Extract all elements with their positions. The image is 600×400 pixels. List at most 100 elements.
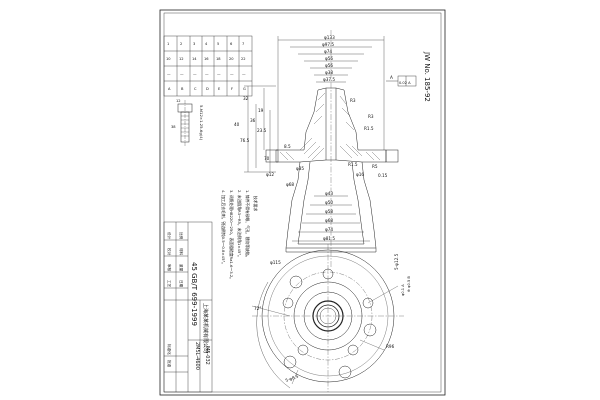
note-item: 2. 未注圆角R3～R5，未注倒角1×45°。 — [237, 190, 242, 259]
plan-radius: R96 — [386, 344, 395, 349]
dim-top: φ56 — [325, 63, 333, 68]
dim-left: 19 — [258, 108, 264, 113]
title-label: 比例 — [179, 232, 184, 240]
table-cell: B — [181, 87, 184, 91]
note-item: 4. 加工后去毛刺，锐边倒钝0.5～0.8×45°。 — [221, 190, 226, 266]
dim-left: 76.5 — [240, 138, 250, 143]
title-label: 审核 — [167, 264, 172, 272]
dim-flange: φ12 — [266, 172, 274, 177]
material-standard: 45 GB/T 699-1999 — [190, 262, 198, 326]
technical-notes: 技术要求 1. 铸件不得有砂眼、气孔、裂纹等缺陷。 2. 未注圆角R3～R5，未… — [221, 190, 258, 281]
dim-top: φ74 — [324, 49, 332, 54]
dim-left: 32 — [243, 96, 249, 101]
dim-left: 36 — [250, 118, 256, 123]
dim-left: 23.5 — [257, 128, 267, 133]
hub-section — [275, 87, 387, 163]
table-cell: 1 — [167, 42, 169, 46]
wheel-hole — [289, 275, 303, 289]
dim-top: φ56 — [325, 56, 333, 61]
bolt-hole — [347, 344, 359, 356]
dim-flange: φ16 — [356, 172, 364, 177]
table-cell: 5 — [217, 42, 219, 46]
dim-top: φ97.5 — [322, 42, 334, 47]
section-view — [244, 30, 417, 268]
table-cell: 6 — [230, 42, 233, 46]
title-label: 标准化 — [167, 344, 172, 355]
table-cell: D — [206, 87, 209, 91]
table-cell: — — [230, 72, 234, 76]
stud-bolt-detail — [177, 100, 193, 146]
table-cell: E — [218, 87, 221, 91]
title-block — [163, 221, 213, 393]
dim-right: 0.15 — [378, 173, 388, 178]
dim-top: φ38 — [325, 70, 333, 75]
title-label: 材料 — [179, 248, 184, 256]
drum-section — [285, 161, 377, 253]
table-cell: — — [242, 72, 246, 76]
flange-left — [265, 149, 399, 163]
table-cell: A — [168, 87, 171, 91]
stud-dim: 12 — [176, 99, 181, 103]
parameter-table-cells: 1 2 3 4 5 6 7 10 12 14 16 18 20 22 — — —… — [166, 42, 246, 91]
part-code: 2M5L-4600 — [194, 342, 200, 370]
dim-flange: φ35 — [296, 166, 304, 171]
dim-right: R3 — [368, 114, 374, 119]
title-label: 重量 — [179, 264, 184, 272]
dim-left: 40 — [234, 122, 240, 127]
title-label: 工艺 — [167, 280, 172, 288]
table-cell: 12 — [179, 57, 184, 61]
table-cell: 16 — [204, 57, 209, 61]
note-item: 1. 铸件不得有砂眼、气孔、裂纹等缺陷。 — [245, 190, 250, 259]
note-item: 3. 调质处理HB220～250，表面粗糙度Ra1.6～3.2。 — [229, 190, 234, 281]
left-dimension-lines — [244, 85, 276, 173]
dim-bottom: φ68 — [325, 218, 333, 223]
notes-heading: 技术要求 — [253, 196, 258, 211]
dim-top: φ133 — [324, 35, 335, 40]
tolerance-text: 0.02 A — [399, 81, 411, 85]
title-label: 日期 — [179, 280, 184, 288]
tolerance-frame — [386, 75, 417, 87]
table-cell: 18 — [216, 57, 221, 61]
top-dimension-lines — [277, 36, 385, 150]
plan-dimension-texts: φ115 5-φ12.5 R96 72° φ0.1 A ⊕ φ0.5 B 5-φ… — [254, 253, 411, 383]
plan-angle: 72° — [254, 306, 261, 311]
table-cell: C — [194, 87, 197, 91]
table-cell: F — [231, 87, 233, 91]
table-cell: 10 — [166, 57, 171, 61]
dim-bottom: φ58 — [325, 209, 333, 214]
dim-left: 8.5 — [284, 144, 291, 149]
plan-pcd: φ115 — [270, 260, 281, 265]
plan-tolerance: φ0.1 A — [401, 284, 405, 296]
table-cell: 2 — [180, 42, 182, 46]
bolt-hole — [362, 297, 374, 309]
hatching — [279, 92, 381, 161]
dim-left: 70 — [264, 156, 270, 161]
dim-right: R1.5 — [364, 126, 374, 131]
dim-flange: φ68 — [286, 182, 294, 187]
drawing-border — [159, 9, 446, 396]
parameter-table — [163, 35, 253, 97]
title-label: 批准 — [167, 360, 172, 368]
bolt-hole — [297, 344, 309, 356]
table-cell: — — [205, 72, 209, 76]
dim-bottom: φ74 — [325, 227, 333, 232]
dim-bottom: φ50 — [325, 200, 333, 205]
company-name: 上海某某机械有限公司 — [202, 303, 209, 353]
dim-top: φ37.5 — [323, 77, 335, 82]
dim-right: R3 — [350, 98, 356, 103]
dim-bottom: φ43 — [325, 191, 333, 196]
dim-bottom: φ81.5 — [323, 236, 335, 241]
table-cell: 4 — [205, 42, 208, 46]
table-cell: 14 — [192, 57, 197, 61]
table-cell: — — [180, 72, 184, 76]
table-cell: 7 — [242, 42, 244, 46]
plan-view — [251, 244, 404, 392]
sheet-code: M5-032 — [204, 346, 210, 365]
wheel-hole — [338, 365, 352, 379]
section-dimension-texts: φ133 φ97.5 φ74 φ56 φ56 φ38 φ37.5 φ43 φ50… — [234, 35, 411, 241]
dim-right: R1.5 — [348, 162, 358, 167]
datum-label: A — [390, 75, 393, 80]
plan-bottom-callout: 5-φ8.5 — [285, 373, 300, 382]
table-cell: 20 — [229, 57, 234, 61]
dim-right: R5 — [372, 164, 378, 169]
